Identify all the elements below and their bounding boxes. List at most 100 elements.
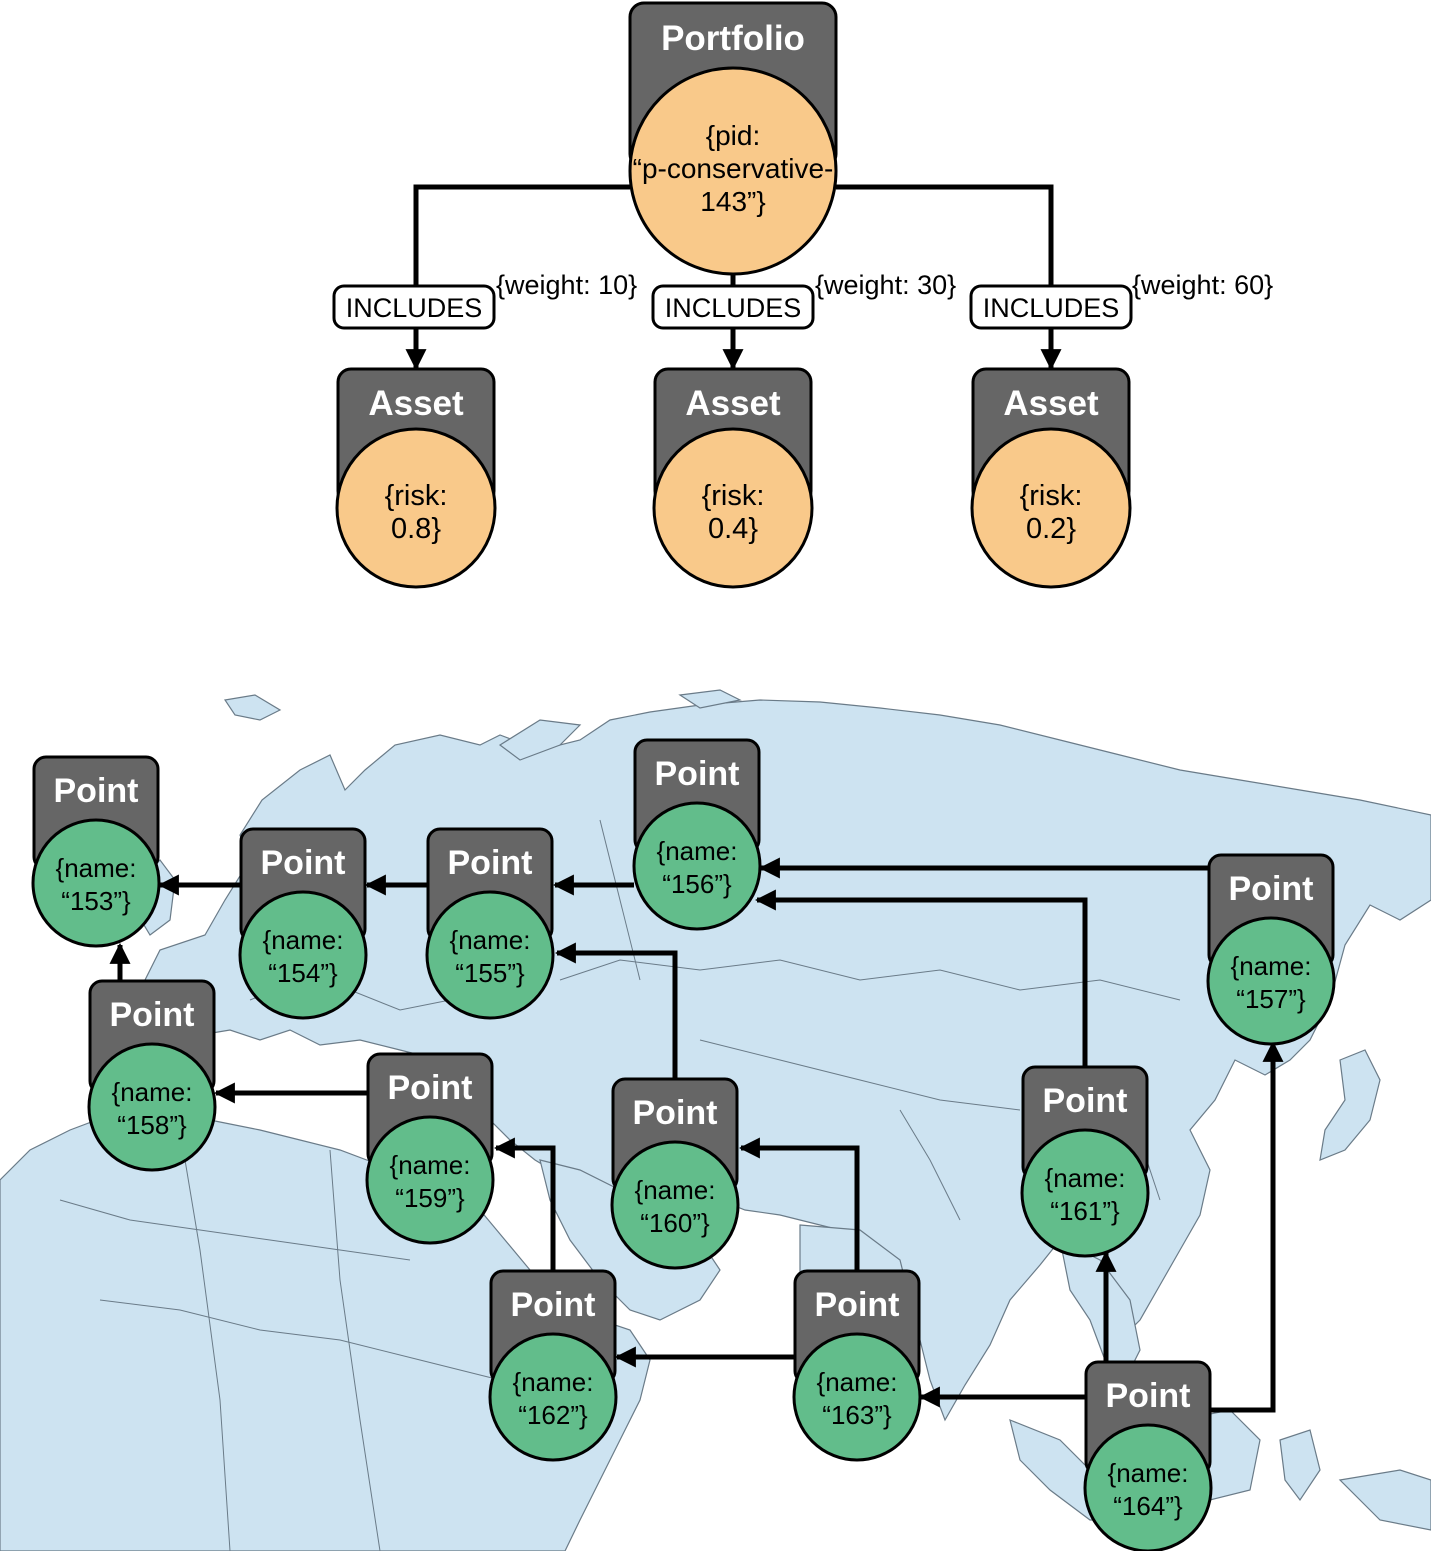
asset-prop-line-1: {risk: (1020, 480, 1083, 512)
relationship-2: INCLUDES {weight: 30} (651, 270, 956, 330)
portfolio-label: Portfolio (661, 19, 805, 58)
point-node-162: Point {name:“162”} (488, 1269, 618, 1462)
point-nodes: Point{name:“153”}Point{name:“154”}Point{… (31, 738, 1336, 1551)
portfolio-prop-line-2: “p-conservative- (633, 153, 834, 184)
map-border-3 (699, 1039, 1021, 1111)
point-prop-line-2: “160”} (640, 1208, 710, 1238)
point-prop-line-2: “159”} (395, 1183, 465, 1213)
point-circle (1020, 1128, 1150, 1258)
point-prop-line-1: {name: (1231, 951, 1312, 981)
point-circle (1206, 916, 1336, 1046)
point-prop-line-2: “158”} (117, 1110, 187, 1140)
point-node-159: Point {name:“159”} (365, 1052, 495, 1245)
map-border-4 (59, 1199, 411, 1261)
edge-point-160-to-155 (554, 942, 678, 1080)
map-japan (1319, 1049, 1381, 1161)
point-label: Point (511, 1286, 596, 1324)
point-prop-line-2: “161”} (1050, 1196, 1120, 1226)
point-prop-line-1: {name: (657, 836, 738, 866)
point-node-158: Point {name:“158”} (87, 979, 217, 1172)
portfolio-prop-line-3: 143”} (700, 186, 765, 217)
point-prop-line-1: {name: (817, 1367, 898, 1397)
point-label: Point (815, 1286, 900, 1324)
point-circle (31, 818, 161, 948)
map-border-5 (99, 1299, 501, 1381)
relationship-3: INCLUDES{weight: 60} (969, 270, 1273, 330)
point-prop-line-2: “153”} (61, 886, 131, 916)
point-label: Point (655, 755, 740, 793)
asset-circle (970, 427, 1132, 589)
point-node-154: Point{name:“154”} (238, 827, 368, 1020)
point-circle (632, 801, 762, 931)
point-node-156: Point {name:“156”} (632, 738, 762, 931)
point-prop-line-1: {name: (112, 1077, 193, 1107)
point-prop-line-1: {name: (450, 925, 531, 955)
asset-label: Asset (1003, 384, 1099, 423)
map-arctic-island-1 (223, 694, 282, 721)
point-label: Point (1043, 1082, 1128, 1120)
portfolio-prop-line-1: {pid: (706, 120, 761, 151)
edge-point-162-to-159 (493, 1137, 556, 1273)
point-prop-line-2: “164”} (1113, 1491, 1183, 1521)
point-edges (109, 857, 1284, 1413)
relationship-type: INCLUDES (665, 293, 802, 323)
point-circle (1083, 1423, 1213, 1551)
map-border-2 (559, 959, 1181, 1001)
point-node-153: Point{name:“153”} (31, 755, 161, 948)
point-prop-line-1: {name: (635, 1175, 716, 1205)
point-circle (488, 1332, 618, 1462)
asset-nodes: Asset{risk:0.8}Asset{risk:0.4}Asset{risk… (335, 367, 1132, 589)
point-node-157: Point {name:“157”} (1206, 853, 1336, 1046)
point-node-163: Point {name:“163”} (792, 1269, 922, 1462)
point-prop-line-2: “162”} (518, 1400, 588, 1430)
point-prop-line-2: “156”} (662, 869, 732, 899)
relationship-box (651, 284, 815, 330)
point-circle (238, 890, 368, 1020)
point-node-164: Point {name:“164”} (1083, 1360, 1213, 1551)
map-new-guinea (1338, 1469, 1431, 1531)
relationship-labels: INCLUDES{weight: 10}INCLUDES{weight: 30}… (332, 270, 1273, 330)
point-prop-line-2: “163”} (822, 1400, 892, 1430)
point-prop-line-1: {name: (56, 853, 137, 883)
point-node-160: Point {name:“160”} (610, 1077, 740, 1270)
point-circle (87, 1042, 217, 1172)
edge-point-161-to-156 (754, 889, 1088, 1068)
point-label: Point (1229, 870, 1314, 908)
point-label: Point (633, 1094, 718, 1132)
edge-point-163-to-160 (738, 1137, 860, 1273)
point-label: Point (388, 1069, 473, 1107)
asset-node-2: Asset {risk:0.4} (652, 367, 814, 589)
point-prop-line-1: {name: (513, 1367, 594, 1397)
map-arctic-island-3 (678, 689, 742, 709)
asset-prop-line-2: 0.4} (708, 513, 758, 545)
relationship-box (969, 284, 1133, 330)
asset-prop-line-1: {risk: (702, 480, 765, 512)
point-label: Point (448, 844, 533, 882)
point-label: Point (110, 996, 195, 1034)
point-prop-line-1: {name: (1045, 1163, 1126, 1193)
asset-circle (652, 427, 814, 589)
point-circle (792, 1332, 922, 1462)
portfolio-node: Portfolio {pid: “p-conservative- 143”} (628, 1, 838, 276)
asset-label: Asset (685, 384, 781, 423)
point-prop-line-2: “155”} (455, 958, 525, 988)
asset-label: Asset (368, 384, 464, 423)
point-circle (610, 1140, 740, 1270)
map-border-7 (329, 1149, 381, 1551)
asset-node-3: Asset {risk:0.2} (970, 367, 1132, 589)
point-circle (365, 1115, 495, 1245)
point-node-155: Point {name:“155”} (425, 827, 555, 1020)
point-prop-line-1: {name: (390, 1150, 471, 1180)
map-arctic-island-2 (498, 719, 582, 761)
point-circle (425, 890, 555, 1020)
asset-node-1: Asset{risk:0.8} (335, 367, 497, 589)
point-prop-line-2: “157”} (1236, 984, 1306, 1014)
asset-prop-line-2: 0.2} (1026, 513, 1076, 545)
asset-circle (335, 427, 497, 589)
relationship-weight: {weight: 30} (815, 270, 956, 300)
relationship-type: INCLUDES (346, 293, 483, 323)
point-prop-line-1: {name: (1108, 1458, 1189, 1488)
point-prop-line-2: “154”} (268, 958, 338, 988)
point-label: Point (1106, 1377, 1191, 1415)
relationship-box (332, 284, 496, 330)
